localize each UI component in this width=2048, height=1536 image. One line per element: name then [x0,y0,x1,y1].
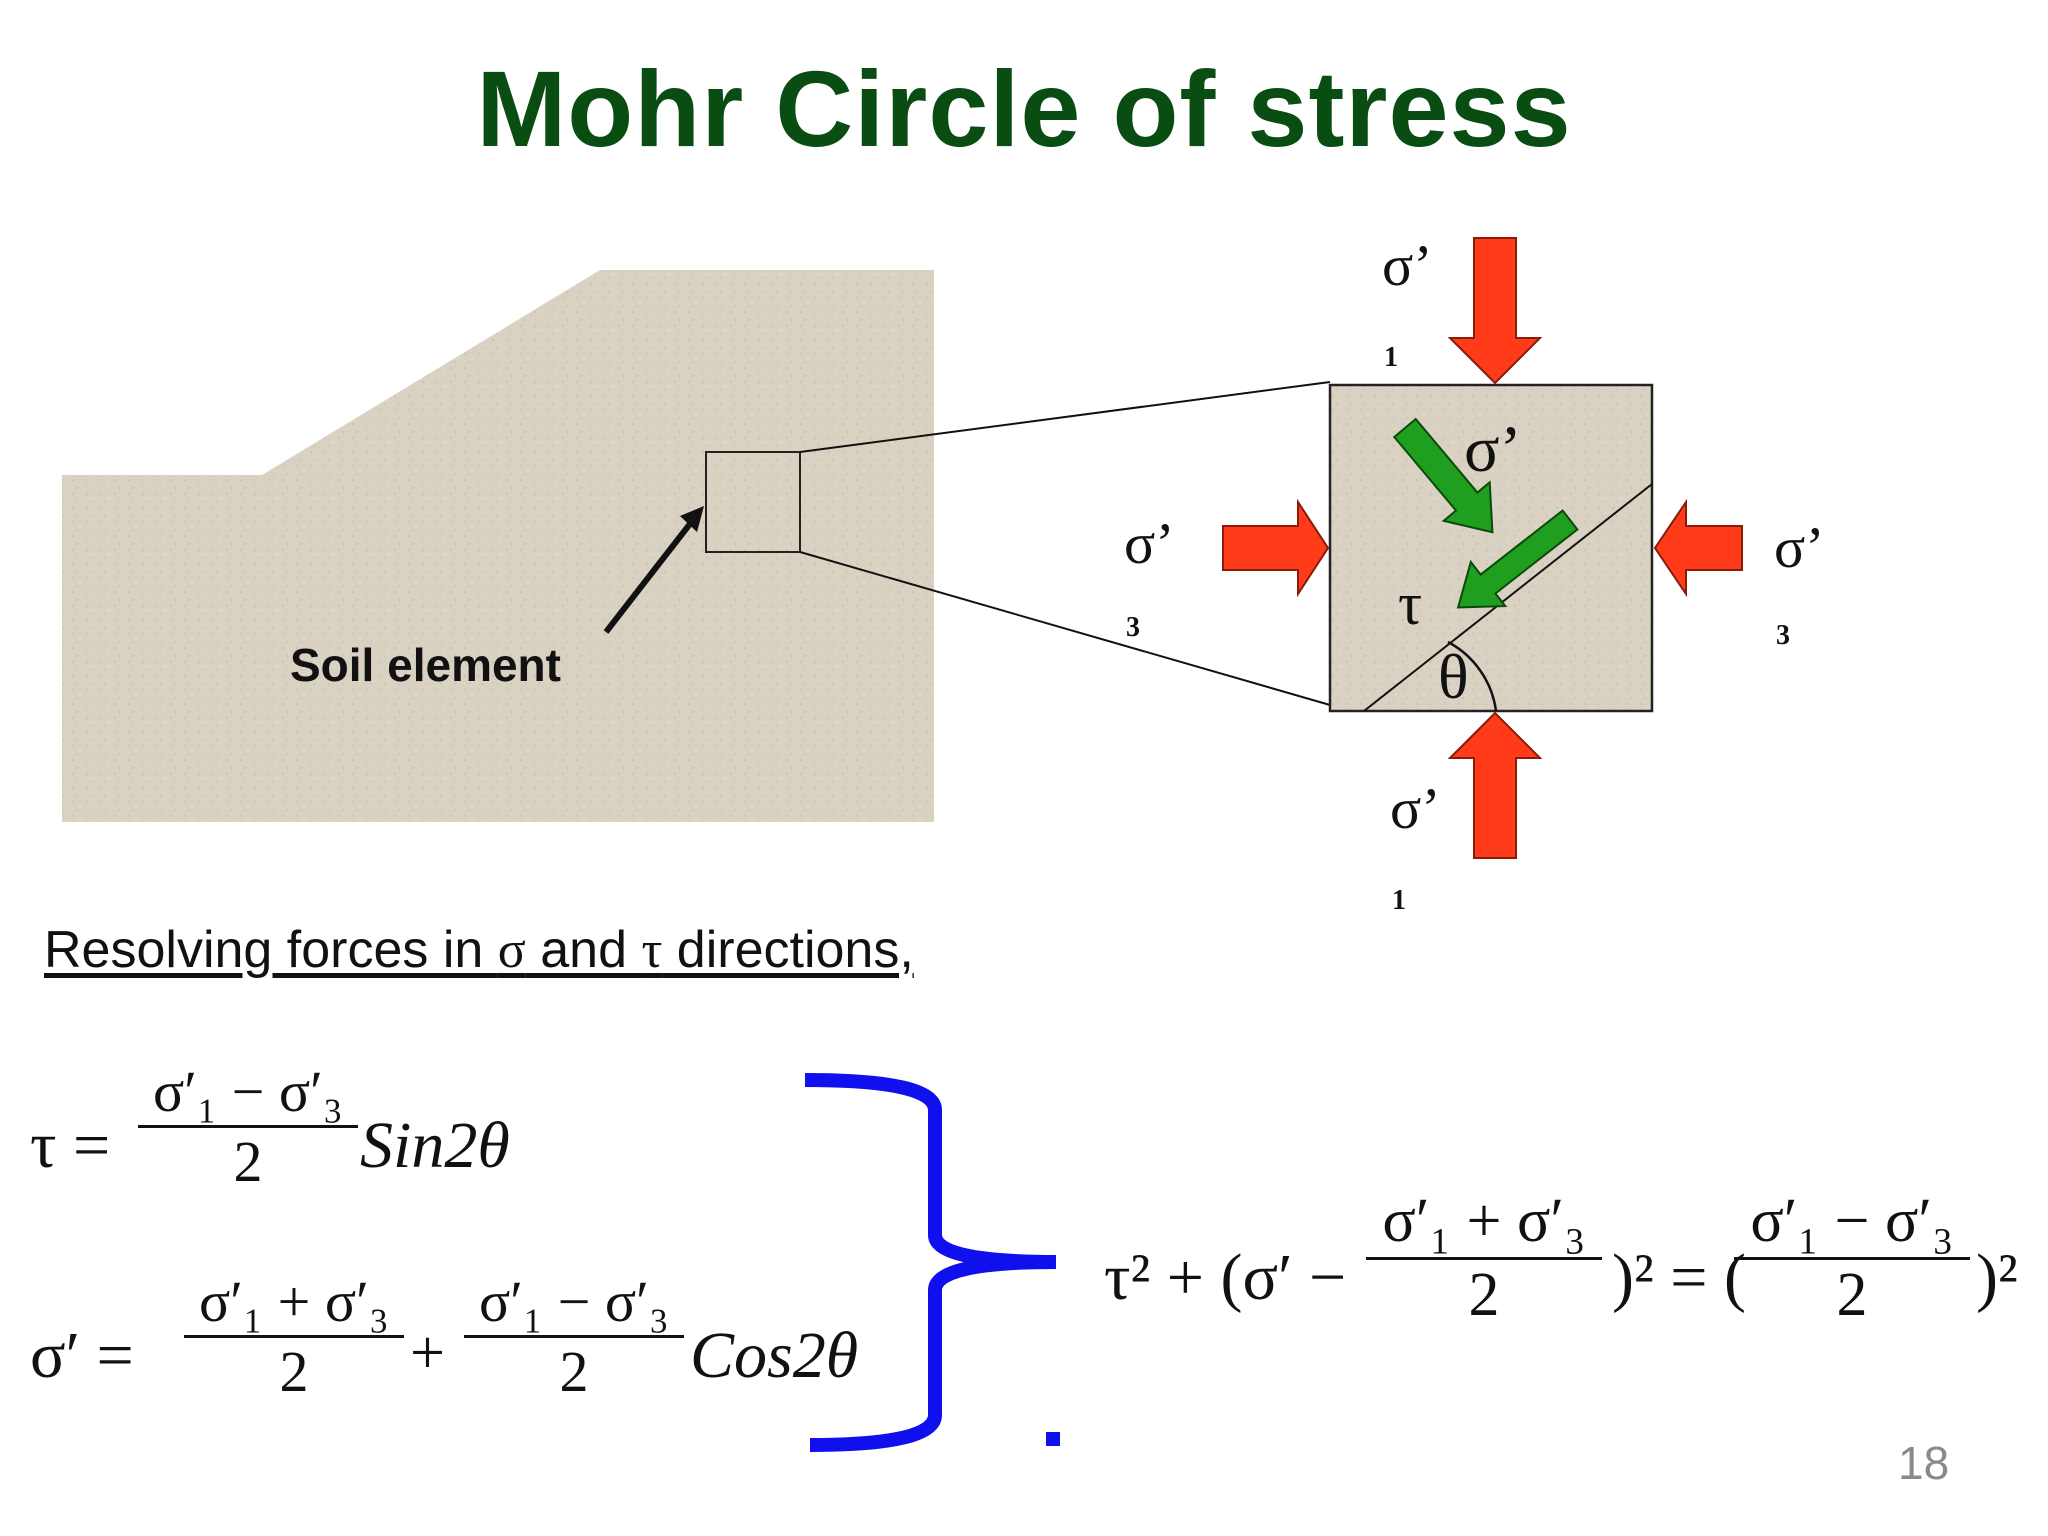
angle-arc [1447,640,1498,712]
eq2-plus: + [410,1319,445,1387]
eq1-lhs: τ = [30,1109,111,1182]
sigma1-bottom-sub: 1 [1392,885,1406,916]
sigma1-top-label: σ’ [1382,233,1433,298]
normal-stress-label: σ’ [1464,413,1522,486]
zoom-line-bottom [799,551,1331,706]
result-lhs: τ² + (σ′ − [1104,1241,1347,1314]
inclined-plane [1363,483,1653,712]
eq1-trig: Sin2θ [360,1109,510,1182]
brace-dot [1046,1432,1060,1446]
soil-slope [62,270,934,822]
pointer-arrowhead [680,506,704,532]
soil-element-box [705,451,801,553]
result-fraction-a: σ′₁ + σ′₃ 2 [1366,1186,1602,1331]
eq2-fraction-b: σ′₁ − σ′₃ 2 [464,1268,684,1405]
eq2-lhs: σ′ = [30,1319,134,1392]
page-number: 18 [1898,1437,1950,1489]
eq2-trig: Cos2θ [690,1319,859,1392]
equation-brace [804,1073,1057,1452]
sigma1-bottom-arrow [1447,711,1543,859]
eq2-fraction-a: σ′₁ + σ′₃ 2 [184,1268,404,1405]
sigma3-right-sub: 3 [1776,620,1790,651]
sigma1-top-arrow [1447,237,1543,385]
angle-label: θ [1438,641,1469,712]
result-fraction-b: σ′₁ − σ′₃ 2 [1734,1186,1970,1331]
shear-stress-label: τ [1398,571,1423,637]
zoom-line-top [799,381,1331,453]
eq1-fraction: σ′₁ − σ′₃ 2 [138,1058,358,1195]
sigma3-left-arrow [1222,498,1330,598]
sigma3-right-arrow [1653,498,1743,598]
sigma3-left-label: σ’ [1124,511,1175,576]
sigma3-right-label: σ’ [1774,515,1825,580]
soil-element-pointer [603,518,696,634]
shear-stress-arrow [1456,509,1579,609]
normal-stress-arrow [1392,417,1494,534]
resolving-forces-text: Resolving forces in σ and τ directions, [44,921,914,979]
result-end: )² [1976,1241,2018,1314]
slide-title: Mohr Circle of stress [476,48,1572,169]
result-mid: )² = ( [1612,1241,1746,1314]
sigma1-bottom-label: σ’ [1390,776,1441,841]
enlarged-element [1328,383,1654,713]
sigma1-top-sub: 1 [1384,342,1398,373]
sigma3-left-sub: 3 [1126,612,1140,643]
soil-element-label: Soil element [290,639,561,691]
